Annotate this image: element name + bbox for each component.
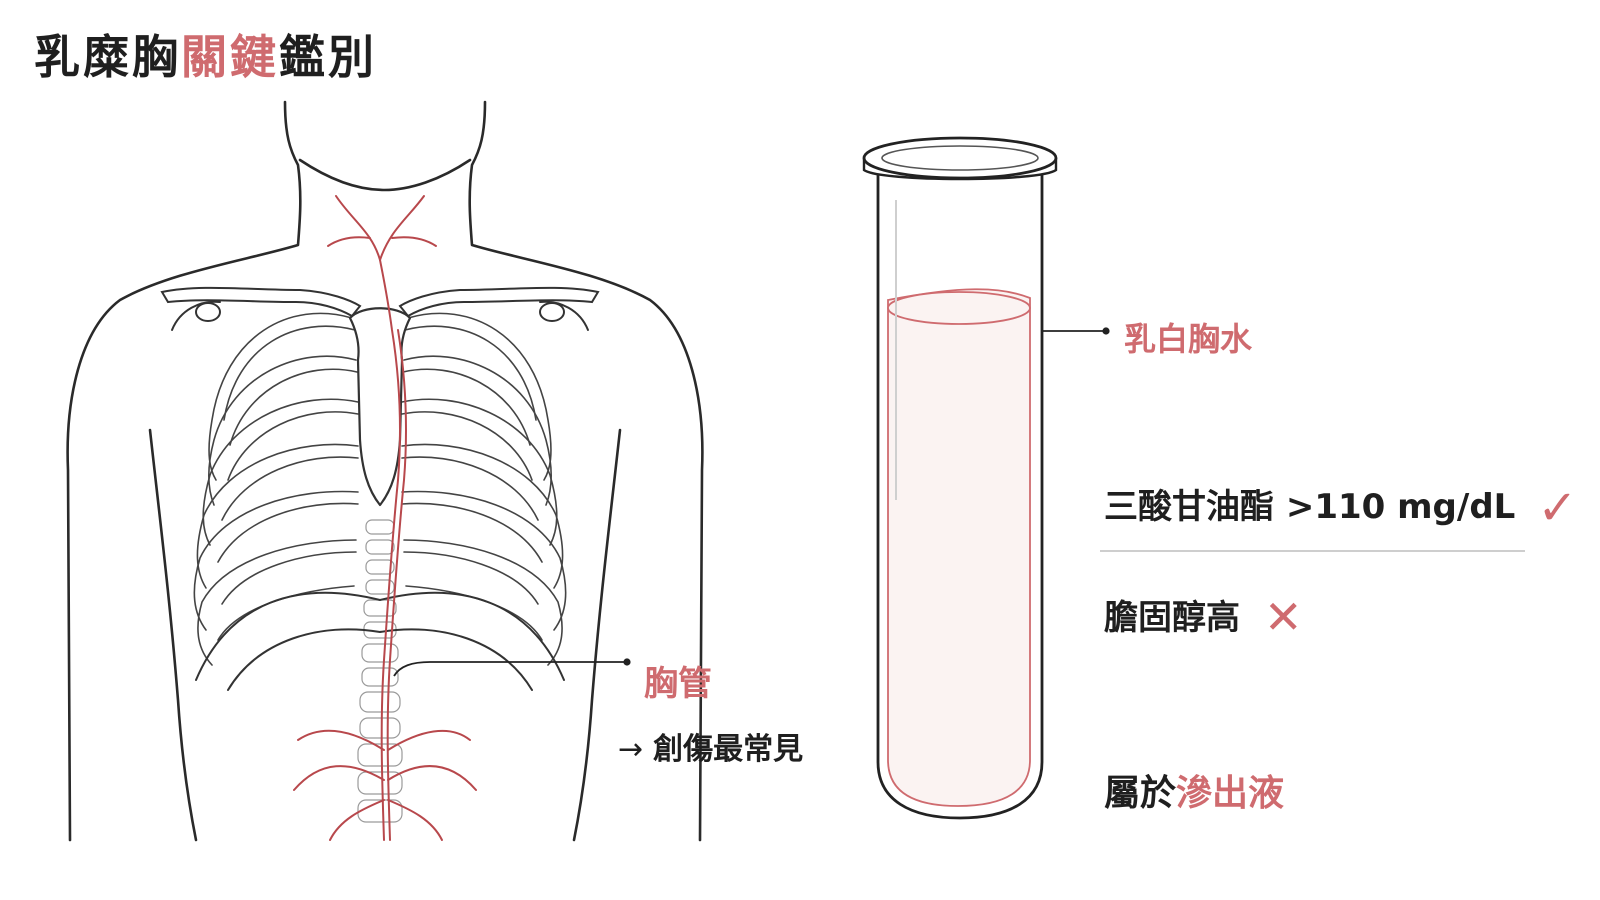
- title-accent: 關鍵: [181, 30, 279, 84]
- clavicles: [160, 286, 600, 331]
- cholesterol-row: 膽固醇高 ✕: [1104, 586, 1303, 644]
- chylous-fluid-label: 乳白胸水: [1124, 320, 1253, 358]
- triglyceride-row: 三酸甘油酯 >110 mg/dL ✓: [1104, 474, 1578, 536]
- page-title: 乳糜胸關鍵鑑別: [34, 30, 377, 85]
- exudate-prefix: 屬於: [1104, 773, 1177, 814]
- arrow-right-icon: →: [618, 732, 644, 767]
- diaphragm: [195, 591, 565, 691]
- exudate-accent: 滲出液: [1176, 773, 1285, 814]
- check-icon: ✓: [1537, 480, 1578, 536]
- ribcage: [193, 312, 567, 666]
- title-part1: 乳糜胸: [34, 30, 181, 84]
- trauma-note: → 創傷最常見: [618, 724, 803, 768]
- cholesterol-text: 膽固醇高: [1104, 598, 1240, 638]
- cross-icon: ✕: [1264, 590, 1303, 644]
- thoracic-duct-label: 胸管: [644, 664, 712, 704]
- thoracic-duct: [293, 195, 477, 841]
- sternum: [348, 307, 412, 507]
- trauma-text: 創傷最常見: [653, 732, 804, 767]
- chylous-leader: [1042, 327, 1110, 335]
- title-part2: 鑑別: [279, 30, 377, 84]
- triglyceride-text: 三酸甘油酯 >110 mg/dL: [1104, 487, 1516, 527]
- torso-outline: [66, 100, 704, 842]
- test-tube-icon: [862, 136, 1058, 820]
- thoracic-duct-leader: [393, 658, 631, 677]
- exudate-row: 屬於滲出液: [1104, 764, 1284, 816]
